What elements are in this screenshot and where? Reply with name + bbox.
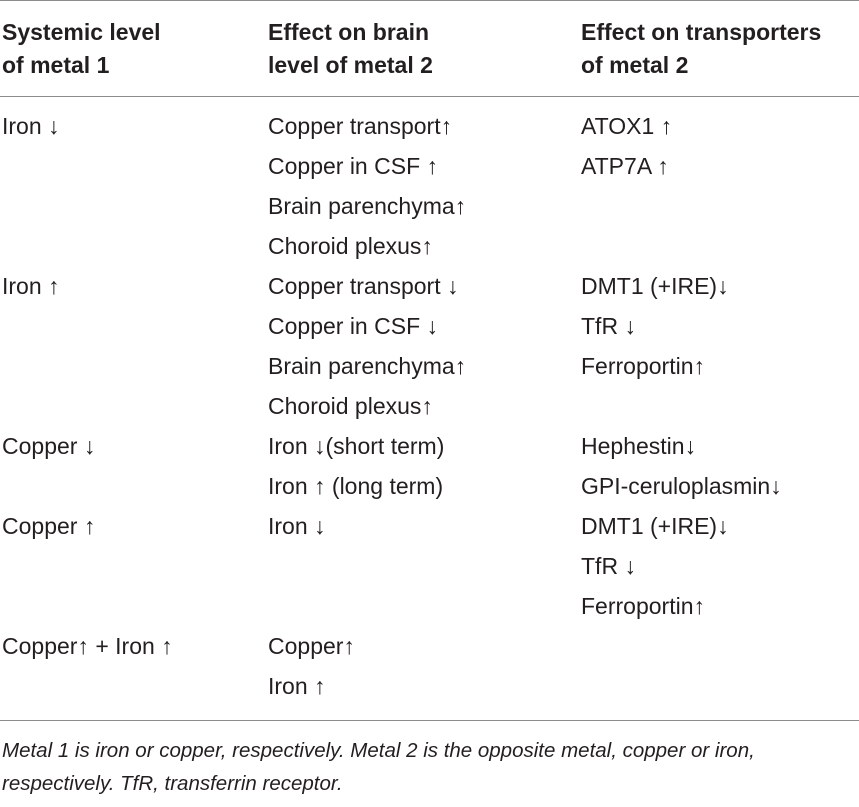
cell-line: TfR ↓ bbox=[581, 553, 636, 579]
header-line: of metal 2 bbox=[581, 52, 689, 78]
cell-line: Ferroportin↑ bbox=[581, 593, 705, 619]
cell-effect-transporters: ATOX1 ↑ ATP7A ↑ bbox=[581, 112, 672, 192]
table-footnote: Metal 1 is iron or copper, respectively.… bbox=[2, 739, 755, 795]
cell-line: Copper↑ bbox=[268, 633, 355, 659]
cell-effect-brain: Iron ↓ bbox=[268, 512, 326, 552]
header-systemic-level: Systemic level of metal 1 bbox=[2, 16, 161, 82]
cell-line: Choroid plexus↑ bbox=[268, 393, 433, 419]
cell-line: TfR ↓ bbox=[581, 313, 636, 339]
cell-line: Iron ↑ bbox=[268, 673, 326, 699]
cell-line: Copper ↑ bbox=[2, 513, 96, 539]
table-top-rule bbox=[0, 0, 859, 1]
cell-line: GPI-ceruloplasmin↓ bbox=[581, 473, 782, 499]
table-bottom-rule bbox=[0, 720, 859, 721]
cell-effect-brain: Copper↑ Iron ↑ bbox=[268, 632, 355, 712]
cell-line: Iron ↓(short term) bbox=[268, 433, 445, 459]
cell-line: DMT1 (+IRE)↓ bbox=[581, 273, 729, 299]
cell-line: ATP7A ↑ bbox=[581, 153, 669, 179]
cell-systemic-level: Iron ↑ bbox=[2, 272, 60, 312]
cell-systemic-level: Copper↑ + Iron ↑ bbox=[2, 632, 173, 672]
header-line: level of metal 2 bbox=[268, 52, 433, 78]
cell-line: Copper in CSF ↓ bbox=[268, 313, 439, 339]
cell-line: DMT1 (+IRE)↓ bbox=[581, 513, 729, 539]
cell-line: Iron ↑ bbox=[2, 273, 60, 299]
cell-effect-transporters: DMT1 (+IRE)↓ TfR ↓ Ferroportin↑ bbox=[581, 272, 729, 392]
cell-line: Copper ↓ bbox=[2, 433, 96, 459]
cell-line: Iron ↓ bbox=[2, 113, 60, 139]
header-line: Systemic level bbox=[2, 19, 161, 45]
header-effect-brain: Effect on brain level of metal 2 bbox=[268, 16, 433, 82]
cell-systemic-level: Copper ↑ bbox=[2, 512, 95, 552]
cell-line: Copper in CSF ↑ bbox=[268, 153, 439, 179]
cell-line: Choroid plexus↑ bbox=[268, 233, 433, 259]
cell-line: ATOX1 ↑ bbox=[581, 113, 673, 139]
cell-effect-transporters: DMT1 (+IRE)↓ TfR ↓ Ferroportin↑ bbox=[581, 512, 729, 632]
cell-line: Copper transport ↓ bbox=[268, 273, 459, 299]
cell-systemic-level: Copper ↓ bbox=[2, 432, 95, 472]
header-effect-transporters: Effect on transporters of metal 2 bbox=[581, 16, 821, 82]
cell-effect-brain: Copper transport↑ Copper in CSF ↑ Brain pa… bbox=[268, 112, 466, 272]
cell-line: Copper transport↑ bbox=[268, 113, 453, 139]
cell-effect-brain: Iron ↓(short term) Iron ↑ (long term) bbox=[268, 432, 444, 512]
cell-effect-transporters: Hephestin↓ GPI-ceruloplasmin↓ bbox=[581, 432, 782, 512]
table-header-row: Systemic level of metal 1 Effect on brai… bbox=[0, 16, 859, 86]
cell-line: Iron ↓ bbox=[268, 513, 326, 539]
cell-line: Ferroportin↑ bbox=[581, 353, 705, 379]
cell-line: Brain parenchyma↑ bbox=[268, 193, 467, 219]
cell-effect-brain: Copper transport ↓ Copper in CSF ↓ Brain p… bbox=[268, 272, 466, 432]
cell-line: Iron ↑ (long term) bbox=[268, 473, 444, 499]
cell-line: Copper↑ + Iron ↑ bbox=[2, 633, 173, 659]
header-line: of metal 1 bbox=[2, 52, 110, 78]
header-line: Effect on transporters bbox=[581, 19, 822, 45]
cell-line: Hephestin↓ bbox=[581, 433, 697, 459]
cell-systemic-level: Iron ↓ bbox=[2, 112, 60, 152]
cell-line: Brain parenchyma↑ bbox=[268, 353, 467, 379]
header-line: Effect on brain bbox=[268, 19, 430, 45]
table-header-rule bbox=[0, 96, 859, 97]
